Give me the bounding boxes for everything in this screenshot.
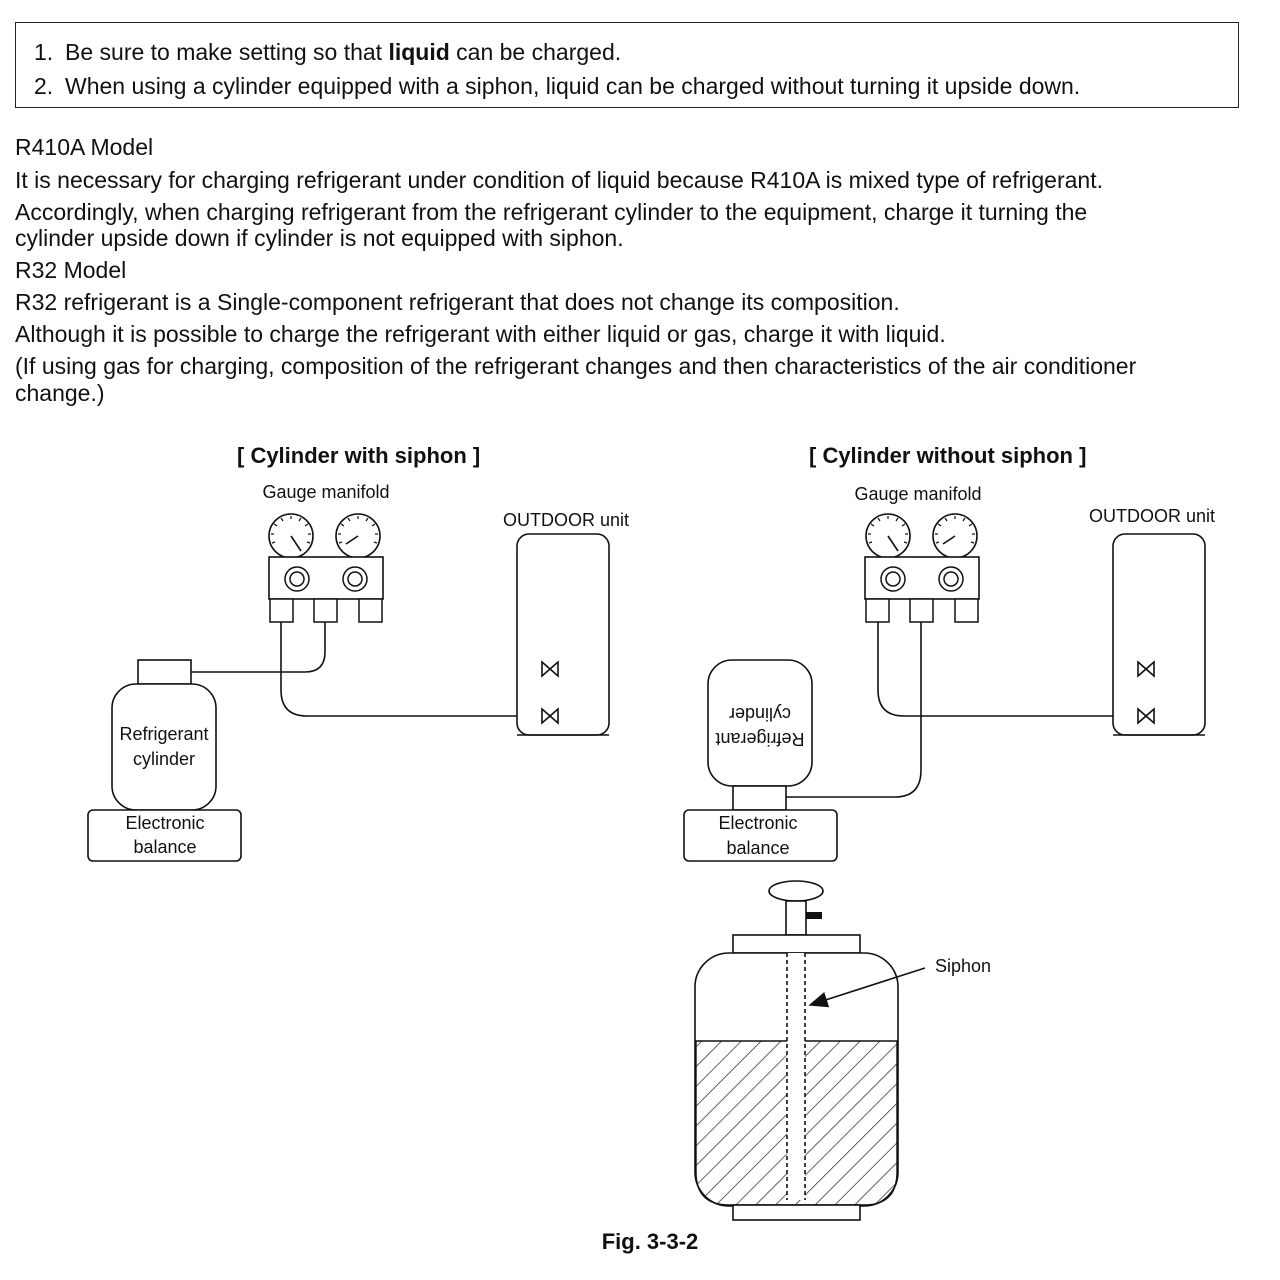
left-balance-label-2: balance: [133, 837, 196, 857]
left-balance-label-1: Electronic: [125, 813, 204, 833]
notice-item-bold: liquid: [388, 39, 450, 65]
right-gauge-manifold: [864, 513, 980, 623]
right-hoses: [786, 622, 1130, 798]
right-outdoor-label: OUTDOOR unit: [1089, 506, 1215, 526]
right-diagram: [ Cylinder without siphon ] Gauge manifo…: [683, 443, 1215, 862]
notice-box: 1. Be sure to make setting so that liquid…: [15, 22, 1239, 108]
pressure-gauge-icon: [268, 513, 314, 559]
right-cylinder-label-2: cylinder: [729, 704, 791, 724]
left-diagram-title: [ Cylinder with siphon ]: [237, 443, 480, 468]
figure-caption: Fig. 3-3-2: [602, 1229, 699, 1254]
right-cylinder-label-1: Refrigerant: [715, 729, 804, 749]
notice-item-1: 1. Be sure to make setting so that liquid…: [34, 39, 621, 66]
pressure-gauge-icon: [865, 513, 911, 559]
pressure-gauge-icon: [335, 513, 381, 559]
left-outdoor-label: OUTDOOR unit: [503, 510, 629, 530]
notice-item-number: 1.: [34, 39, 54, 65]
right-outdoor-unit: [1112, 533, 1206, 736]
r410a-line-1: It is necessary for charging refrigerant…: [15, 167, 1103, 193]
left-gauge-label: Gauge manifold: [262, 482, 389, 502]
r32-line-3b: change.): [15, 380, 105, 406]
siphon-cylinder-detail: Siphon: [694, 880, 991, 1221]
r32-line-1: R32 refrigerant is a Single-component re…: [15, 289, 900, 315]
notice-item-text: When using a cylinder equipped with a si…: [65, 73, 1081, 99]
right-refrigerant-cylinder: Refrigerant cylinder: [707, 659, 813, 811]
r410a-line-2a: Accordingly, when charging refrigerant f…: [15, 199, 1088, 225]
r410a-line-2b: cylinder upside down if cylinder is not …: [15, 225, 624, 251]
siphon-label: Siphon: [935, 956, 991, 976]
left-electronic-balance: Electronic balance: [87, 809, 242, 862]
manifold-knob-icon: [880, 566, 906, 592]
right-gauge-label: Gauge manifold: [854, 484, 981, 504]
right-balance-label-2: balance: [726, 838, 789, 858]
right-diagram-title: [ Cylinder without siphon ]: [809, 443, 1086, 468]
pressure-gauge-icon: [932, 513, 978, 559]
r32-heading: R32 Model: [15, 257, 127, 283]
r32-line-3a: (If using gas for charging, composition …: [15, 353, 1137, 379]
left-cylinder-label-2: cylinder: [133, 749, 195, 769]
notice-item-number: 2.: [34, 73, 54, 99]
manifold-knob-icon: [938, 566, 964, 592]
left-outdoor-unit: [516, 533, 610, 736]
left-cylinder-label-1: Refrigerant: [119, 724, 208, 744]
manifold-knob-icon: [342, 566, 368, 592]
notice-item-text-end: can be charged.: [449, 39, 622, 65]
left-diagram: [ Cylinder with siphon ] Gauge manifold …: [87, 443, 629, 862]
manifold-knob-icon: [284, 566, 310, 592]
siphon-pointer-arrow: [808, 967, 926, 1008]
left-gauge-manifold: [268, 513, 384, 623]
notice-item-2: 2. When using a cylinder equipped with a …: [34, 73, 1080, 100]
right-balance-label-1: Electronic: [718, 813, 797, 833]
r32-line-2: Although it is possible to charge the re…: [15, 321, 946, 347]
notice-item-text: Be sure to make setting so that: [65, 39, 389, 65]
right-electronic-balance: Electronic balance: [683, 809, 838, 862]
left-hoses: [191, 622, 532, 717]
r410a-heading: R410A Model: [15, 134, 154, 160]
left-refrigerant-cylinder: Refrigerant cylinder: [111, 659, 217, 811]
